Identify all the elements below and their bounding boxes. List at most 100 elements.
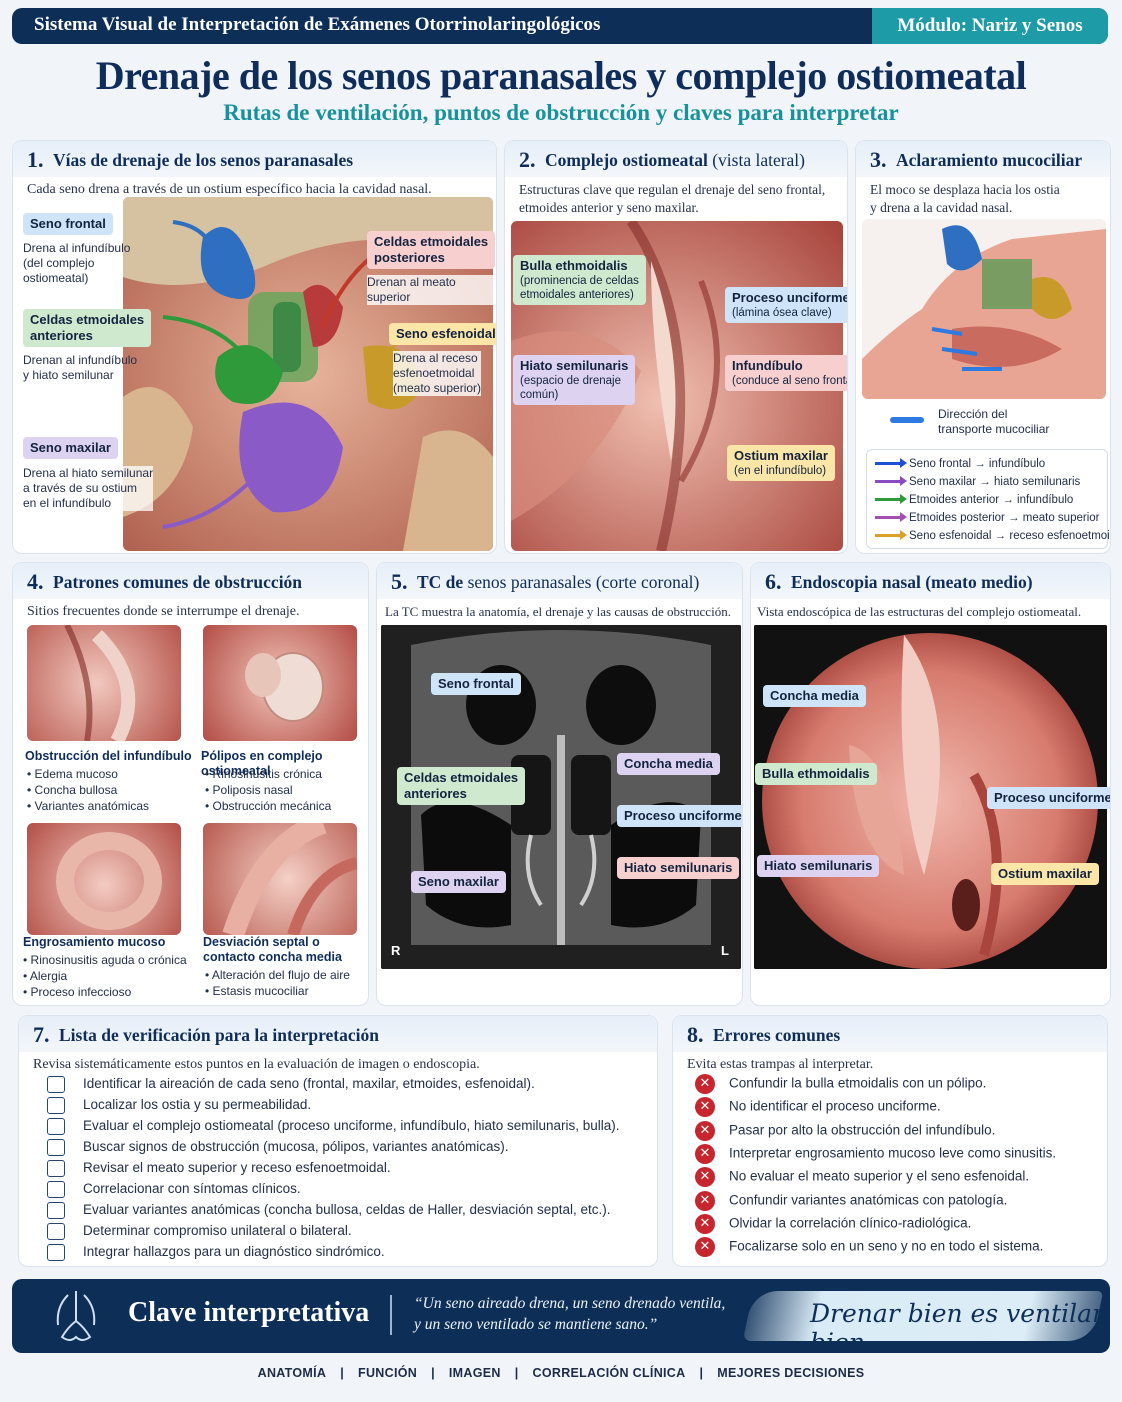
ct-label-middle-turbinate: Concha media xyxy=(617,753,720,775)
checkbox[interactable] xyxy=(47,1076,65,1093)
nose-icon xyxy=(56,1291,96,1341)
checkbox[interactable] xyxy=(47,1097,65,1114)
panel-checklist: 7.Lista de verificación para la interpre… xyxy=(18,1015,658,1267)
checklist-item[interactable]: Localizar los ostia y su permeabilidad. xyxy=(47,1097,311,1114)
checklist-item[interactable]: Evaluar el complejo ostiomeatal (proceso… xyxy=(47,1118,620,1135)
panel-number: 3. xyxy=(870,147,887,172)
label-ostium-maxilar: Ostium maxilar(en el infundíbulo) xyxy=(727,445,835,481)
checklist-item[interactable]: Determinar compromiso unilateral o bilat… xyxy=(47,1223,352,1240)
checklist-item[interactable]: Identificar la aireación de cada seno (f… xyxy=(47,1076,535,1093)
obstruction-image-mucosal xyxy=(27,823,181,935)
obstruction-list-4: Alteración del flujo de aireEstasis muco… xyxy=(205,967,350,999)
legend-label: Seno frontal → infundíbulo xyxy=(909,458,1046,470)
legend-row: Etmoides posterior → meato superior xyxy=(875,512,1099,524)
checkbox[interactable] xyxy=(47,1244,65,1261)
obstruction-image-polyps xyxy=(203,625,357,741)
sinus-anatomy-illustration xyxy=(123,197,493,551)
list-item: Variantes anatómicas xyxy=(27,798,150,814)
obstruction-list-1: Edema mucosoConcha bullosaVariantes anat… xyxy=(27,766,150,814)
legend-label: Seno maxilar → hiato semilunaris xyxy=(909,476,1081,488)
top-banner: Sistema Visual de Interpretación de Exám… xyxy=(12,8,1108,44)
legend-row: Seno esfenoidal → receso esfenoetmoidal xyxy=(875,530,1110,542)
label-posterior-ethmoid: Celdas etmoidales posteriores xyxy=(367,231,496,269)
checklist-item[interactable]: Correlacionar con síntomas clínicos. xyxy=(47,1181,301,1198)
checklist-item[interactable]: Evaluar variantes anatómicas (concha bul… xyxy=(47,1202,611,1219)
panel-endoscopy: 6.Endoscopia nasal (meato medio) Vista e… xyxy=(750,562,1111,1006)
error-x-icon: ✕ xyxy=(695,1237,715,1258)
panel-header: 6.Endoscopia nasal (meato medio) xyxy=(751,563,1110,599)
checkbox[interactable] xyxy=(47,1118,65,1135)
error-x-icon: ✕ xyxy=(695,1097,715,1118)
error-text: No identificar el proceso unciforme. xyxy=(729,1098,941,1114)
error-item: ✕Pasar por alto la obstrucción del infun… xyxy=(695,1120,995,1141)
nav-decisiones: MEJORES DECISIONES xyxy=(717,1366,865,1380)
error-item: ✕Olvidar la correlación clínico-radiológ… xyxy=(695,1213,971,1234)
endoscopy-image xyxy=(754,625,1107,969)
list-item: Obstrucción mecánica xyxy=(205,798,332,814)
checkbox[interactable] xyxy=(47,1160,65,1177)
error-text: Focalizarse solo en un seno y no en todo… xyxy=(729,1238,1044,1254)
list-item: Edema mucoso xyxy=(27,766,149,782)
label-hiato-semilunaris: Hiato semilunaris (espacio de drenaje com… xyxy=(513,355,636,405)
nav-anatomia: ANATOMÍA xyxy=(257,1366,327,1380)
checkbox[interactable] xyxy=(47,1223,65,1240)
list-item: Rinosinusitis aguda o crónica xyxy=(23,952,187,968)
transport-direction-label: Dirección del transporte mucociliar xyxy=(938,407,1050,436)
checkbox[interactable] xyxy=(47,1181,65,1198)
ct-label-maxillary: Seno maxilar xyxy=(411,871,506,893)
panel-obstruction-patterns: 4.Patrones comunes de obstrucción Sitios… xyxy=(12,562,369,1006)
unciforme-subtitle: (lámina ósea clave) xyxy=(732,307,832,319)
obstruction-title-3: Engrosamiento mucoso xyxy=(23,935,166,949)
panel-number: 4. xyxy=(27,569,44,594)
panel-title: Patrones comunes de obstrucción xyxy=(53,572,303,592)
panel-header: 3.Aclaramiento mucociliar xyxy=(856,141,1110,177)
endo-label-bulla: Bulla ethmoidalis xyxy=(755,763,877,785)
error-text: Interpretar engrosamiento mucoso leve co… xyxy=(729,1145,1057,1161)
panel-description: La TC muestra la anatomía, el drenaje y … xyxy=(385,604,731,619)
panel-title: Complejo ostiomeatal (vista lateral) xyxy=(545,150,805,171)
arrow-icon xyxy=(875,458,907,469)
system-title: Sistema Visual de Interpretación de Exám… xyxy=(34,14,601,35)
ct-label-hiatus: Hiato semilunaris xyxy=(617,857,740,879)
label-frontal-sinus: Seno frontal xyxy=(23,213,113,235)
nav-imagen: IMAGEN xyxy=(448,1366,501,1380)
panel-description: Revisa sistemáticamente estos puntos en … xyxy=(33,1057,480,1072)
error-x-icon: ✕ xyxy=(695,1213,715,1234)
error-item: ✕ Focalizarse solo en un seno y no en tod… xyxy=(695,1237,1044,1258)
checklist-item[interactable]: Buscar signos de obstrucción (mucosa, pó… xyxy=(47,1139,508,1156)
obstruction-title-1: Obstrucción del infundíbulo xyxy=(25,749,192,763)
error-item: ✕Confundir la bulla etmoidalis con un pó… xyxy=(695,1074,986,1094)
panel-number: 8. xyxy=(687,1022,704,1047)
panel-header: 7.Lista de verificación para la interpre… xyxy=(19,1016,657,1052)
error-item: ✕ Interpretar engrosamiento mucoso leve c… xyxy=(695,1143,1057,1164)
label-maxillary-sinus: Seno maxilar xyxy=(23,437,118,459)
checkbox[interactable] xyxy=(47,1139,65,1156)
infundibulo-title: Infundíbulo xyxy=(732,358,803,373)
arrow-icon xyxy=(875,476,907,487)
panel-drainage-routes: 1.Vías de drenaje de los senos paranasal… xyxy=(12,140,497,554)
key-motto: Drenar bien es ventilar bien. xyxy=(810,1299,1105,1353)
hiato-title: Hiato semilunaris xyxy=(520,358,629,373)
list-item: Alergia xyxy=(23,968,187,984)
endo-label-uncinate: Proceso unciforme xyxy=(987,787,1110,809)
key-quote: “Un seno aireado drena, un seno drenado … xyxy=(414,1295,726,1333)
checklist-item[interactable]: Integrar hallazgos para un diagnóstico s… xyxy=(47,1244,385,1261)
panel-number: 2. xyxy=(519,147,536,172)
hiato-subtitle: (espacio de drenaje común) xyxy=(520,375,622,401)
obstruction-image-septal xyxy=(203,823,357,935)
obstruction-title-4: Desviación septal o contacto concha medi… xyxy=(203,935,342,964)
module-badge: Módulo: Nariz y Senos xyxy=(872,8,1108,44)
panel-header: 1.Vías de drenaje de los senos paranasal… xyxy=(13,141,496,177)
panel-mucociliary-clearance: 3.Aclaramiento mucociliar El moco se des… xyxy=(855,140,1111,554)
error-item: ✕No evaluar el meato superior y el seno … xyxy=(695,1167,1029,1188)
checklist-item[interactable]: Revisar el meato superior y receso esfen… xyxy=(47,1160,391,1177)
list-item: Proceso infeccioso xyxy=(23,984,187,1000)
error-item: ✕ No identificar el proceso unciforme. xyxy=(695,1097,941,1118)
bottom-nav: ANATOMÍA|FUNCIÓN|IMAGEN|CORRELACIÓN CLÍN… xyxy=(257,1366,865,1380)
panel-number: 7. xyxy=(33,1022,50,1047)
legend-row: Seno maxilar → hiato semilunaris xyxy=(875,476,1080,488)
error-x-icon: ✕ xyxy=(695,1143,715,1164)
note-maxillary-sinus: Drena al hiato semilunar a través de su … xyxy=(23,466,154,511)
checkbox[interactable] xyxy=(47,1202,65,1219)
checklist-text: Identificar la aireación de cada seno (f… xyxy=(83,1076,535,1092)
